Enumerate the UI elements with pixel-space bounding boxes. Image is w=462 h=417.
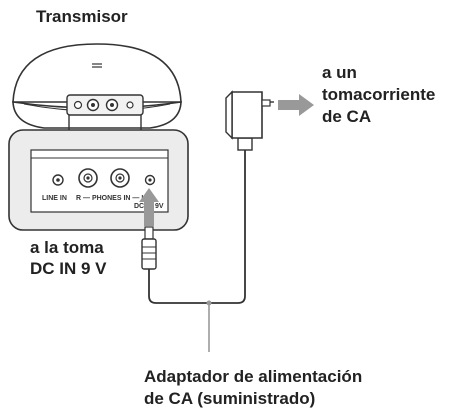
arrow-up-icon	[139, 188, 159, 226]
phones-in-label: R — PHONES IN — L	[76, 195, 146, 202]
dc-jack-label: a la toma DC IN 9 V	[30, 237, 107, 279]
rear-panel-small	[66, 94, 144, 116]
ac-outlet-label-line-1: a un	[322, 63, 357, 82]
dc-jack-label-line-2: DC IN 9 V	[30, 259, 107, 278]
rear-panel-enlarged: LINE IN R — PHONES IN — L DC IN 9V	[8, 129, 189, 231]
ac-adapter-plug-icon	[225, 90, 274, 151]
adapter-label: Adaptador de alimentación de CA (suminis…	[144, 366, 362, 410]
ac-outlet-label: a un tomacorriente de CA	[322, 62, 435, 128]
transmitter-indicator-icon	[92, 63, 102, 68]
arrow-right-icon	[278, 94, 314, 116]
ac-outlet-label-line-3: de CA	[322, 107, 372, 126]
dc-jack-label-line-1: a la toma	[30, 238, 104, 257]
line-in-label: LINE IN	[42, 195, 67, 202]
adapter-leader-dot	[206, 300, 212, 306]
adapter-cable	[148, 149, 246, 304]
dc-plug-icon	[141, 226, 157, 270]
transmitter-unit	[12, 43, 182, 129]
adapter-label-line-1: Adaptador de alimentación	[144, 367, 363, 386]
ac-outlet-label-line-2: tomacorriente	[322, 85, 436, 104]
adapter-label-line-2: de CA (suministrado)	[144, 389, 316, 408]
transmitter-title: Transmisor	[36, 7, 128, 26]
